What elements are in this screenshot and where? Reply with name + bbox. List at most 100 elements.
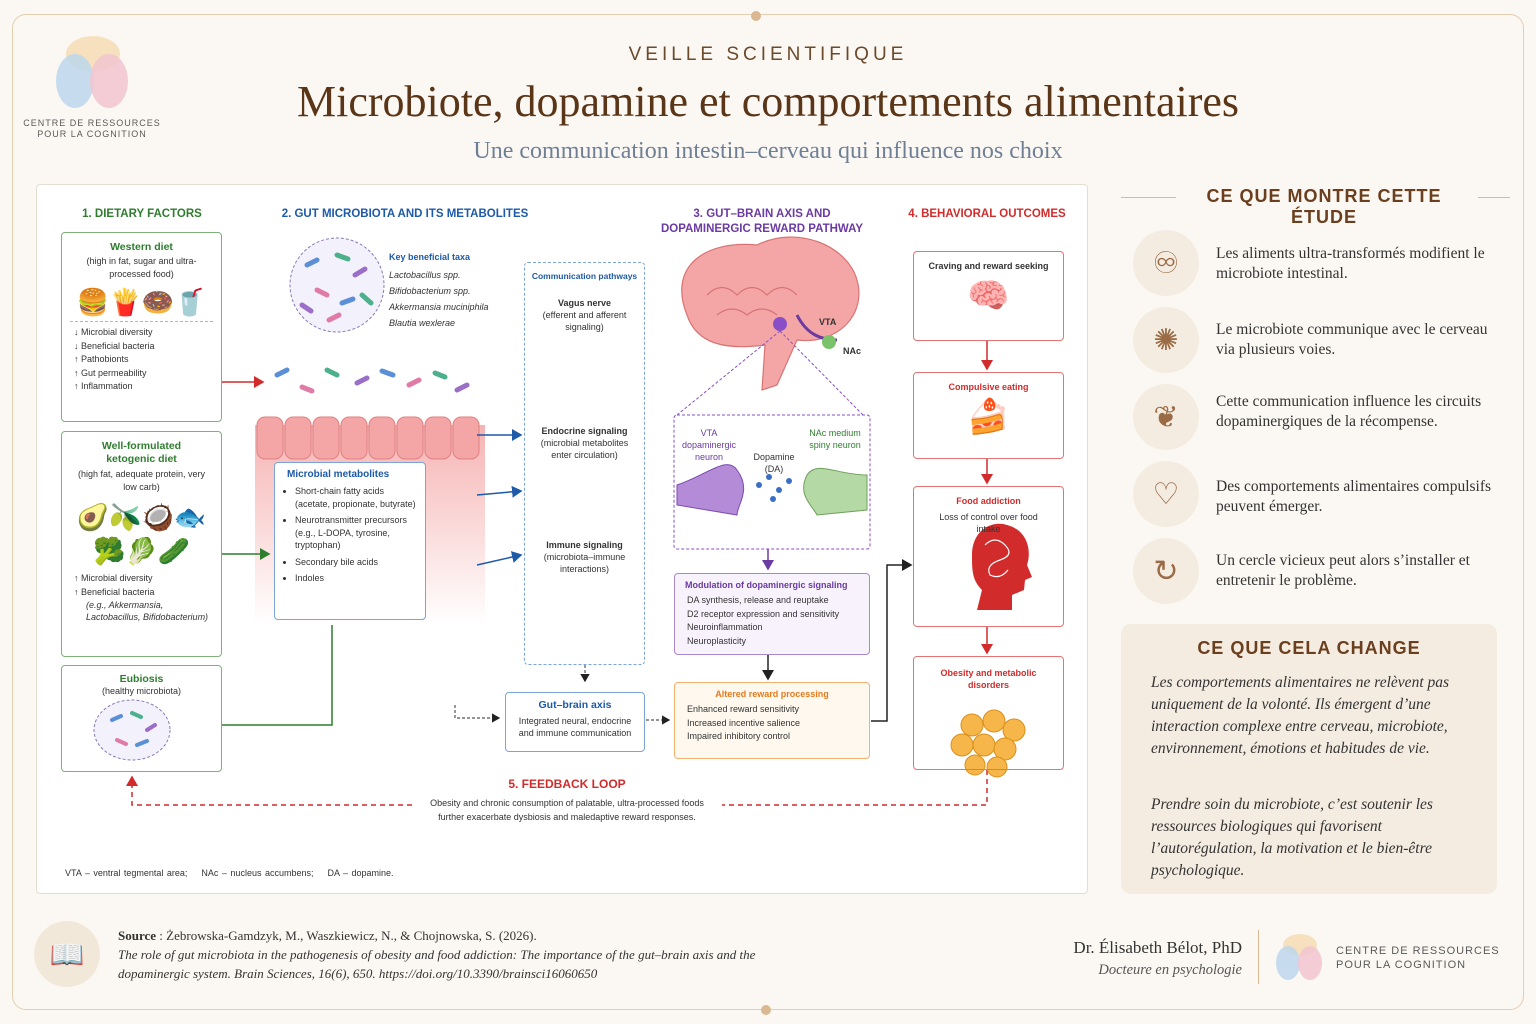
gut-brain-axis-box: Gut–brain axis Integrated neural, endocr… [505,692,645,752]
cake-icon: 🍰 [967,398,1010,436]
diagram-panel: 1. DIETARY FACTORS 2. GUT MICROBIOTA AND… [36,184,1088,894]
vta-neuron-label: VTA dopaminergic neuron [681,428,737,462]
page-title: Microbiote, dopamine et comportements al… [296,77,1240,126]
logo-mark [52,32,132,112]
food-addiction-box: Food addiction Loss of control over food… [913,486,1064,627]
change-title: CE QUE CELA CHANGE [1197,638,1421,658]
altered-reward-box: Altered reward processing Enhanced rewar… [674,682,870,759]
western-effects: ↓ Microbial diversity↓ Beneficial bacter… [74,327,155,391]
intestine-icon: ♾ [1133,230,1199,296]
vta-label: VTA [819,317,837,327]
craving-label: Craving and reward seeking [928,261,1049,271]
source-citation: Source : Żebrowska-Gamdzyk, M., Waszkiew… [118,928,756,981]
top-ornament [751,11,761,21]
brain-illustration [681,236,860,391]
broccoli-icon: 🥦 [92,536,126,566]
author-title: Docteure en psychologie [1098,962,1242,978]
keto-examples: (e.g., Akkermansia, Lactobacillus, Bifid… [86,600,209,622]
taxa-item: Lactobacillus spp. [389,270,461,280]
col3-heading: 3. GUT–BRAIN AXIS AND DOPAMINERGIC REWAR… [660,208,864,235]
brain-pink-icon: 🧠 [967,277,1010,315]
metabolite-item: Indoles [295,572,417,585]
divider [1258,930,1259,984]
divider [1121,197,1176,198]
kicker: VEILLE SCIENTIFIQUE [628,44,908,65]
feedback-text: Obesity and chronic consumption of palat… [430,798,704,808]
burger-icon: 🍔 [76,287,110,317]
book-icon: 📖 [34,921,100,987]
modulation-box: Modulation of dopaminergic signaling DA … [674,573,870,655]
obesity-label: Obesity and metabolic disorders [940,668,1037,690]
oil-icon: 🫒 [109,502,142,532]
abbreviation-legend: VTA – ventral tegmental area; NAc – nucl… [65,868,394,878]
neuron-icon: ✺ [1133,307,1199,373]
modulation-item: Neuroplasticity [687,635,747,646]
col2-heading: 2. GUT MICROBIOTA AND ITS METABOLITES [281,208,529,220]
metabolite-item: Secondary bile acids [295,556,417,569]
nac-neuron-label: NAc medium spiny neuron [809,428,861,450]
soda-icon: 🥤 [173,287,207,317]
altered-item: Enhanced reward sensitivity [687,704,800,714]
spinach-icon: 🥬 [125,536,158,566]
keto-effects: ↑ Microbial diversity↑ Beneficial bacter… [74,573,155,597]
compulsive-box: Compulsive eating 🍰 [913,372,1064,459]
salmon-icon: 🐟 [173,502,207,532]
finding-item: Les aliments ultra-transformés modifient… [1216,245,1485,282]
donut-icon: 🍩 [141,287,174,317]
change-paragraph: Prendre soin du microbiote, c’est souten… [1151,796,1433,879]
modulation-item: D2 receptor expression and sensitivity [687,608,840,619]
finding-item: Cette communication influence les circui… [1216,393,1482,430]
western-food-icons: 🍔🍟🍩🥤 [62,287,221,317]
change-paragraph: Les comportements alimentaires ne relève… [1151,674,1450,757]
finding-item: Un cercle vicieux peut alors s’installer… [1216,552,1470,589]
eubiosis-title: Eubiosis [119,673,164,685]
keto-food-icons: 🥑🫒🥥🐟🥦🥬🥒 [62,500,221,568]
dopamine-label: Dopamine (DA) [753,452,795,474]
modulation-item: Neuroinflammation [687,622,763,632]
pathways-box: Communication pathways Vagus nerve (effe… [524,262,645,665]
endocrine-sub: (microbial metabolites enter circulation… [540,438,629,460]
cycle-icon: ↻ [1133,538,1199,604]
eubiosis-sub: (healthy microbiota) [101,686,182,696]
immune-sub: (microbiota–immune interactions) [543,552,626,574]
taxa-list: Key beneficial taxa Lactobacillus spp. B… [389,251,519,331]
col1-heading: 1. DIETARY FACTORS [82,208,202,220]
pathways-title: Communication pathways [531,271,638,281]
author-name: Dr. Élisabeth Bélot, PhD [1073,938,1242,957]
keto-sub: (high fat, adequate protein, very low ca… [77,469,206,492]
modulation-item: DA synthesis, release and reuptake [687,595,829,605]
addiction-label: Food addiction [956,496,1021,506]
cucumber-icon: 🥒 [157,536,191,566]
western-sub: (high in fat, sugar and ultra-processed … [86,256,197,279]
vagus-sub: (efferent and afferent signaling) [542,310,627,332]
sidebar-title: CE QUE MONTRE CETTE ÉTUDE [1206,186,1442,227]
finding-item: Le microbiote communique avec le cerveau… [1216,321,1488,358]
metabolite-item: Short-chain fatty acids (acetate, propio… [295,485,417,510]
altered-item: Increased incentive salience [687,717,801,728]
bottom-ornament [761,1005,771,1015]
fries-icon: 🍟 [109,287,142,317]
metabolites-box: Microbial metabolites Short-chain fatty … [274,462,426,620]
eubiosis-box: Eubiosis (healthy microbiota) [61,665,222,772]
nac-label: NAc [843,346,862,356]
feedback-title: 5. FEEDBACK LOOP [508,777,626,791]
endocrine-title: Endocrine signaling [541,426,628,436]
vagus-title: Vagus nerve [557,298,612,308]
altered-item: Impaired inhibitory control [687,731,791,741]
divider [1478,197,1510,198]
brain-icon: ❦ [1133,384,1199,450]
taxa-item: Akkermansia muciniphila [389,302,489,312]
modulation-title: Modulation of dopaminergic signaling [685,580,848,590]
craving-box: Craving and reward seeking 🧠 [913,251,1064,341]
metabolites-title: Microbial metabolites [287,469,390,480]
metabolite-item: Neurotransmitter precursors (e.g., L-DOP… [295,514,417,552]
western-title: Western diet [110,241,173,253]
axis-title: Gut–brain axis [538,699,612,711]
addiction-sub: Loss of control over food intake [939,512,1038,534]
col4-heading: 4. BEHAVIORAL OUTCOMES [908,208,1066,220]
western-diet-box: Western diet (high in fat, sugar and ult… [61,232,222,422]
immune-title: Immune signaling [546,540,623,550]
compulsive-label: Compulsive eating [948,382,1029,392]
